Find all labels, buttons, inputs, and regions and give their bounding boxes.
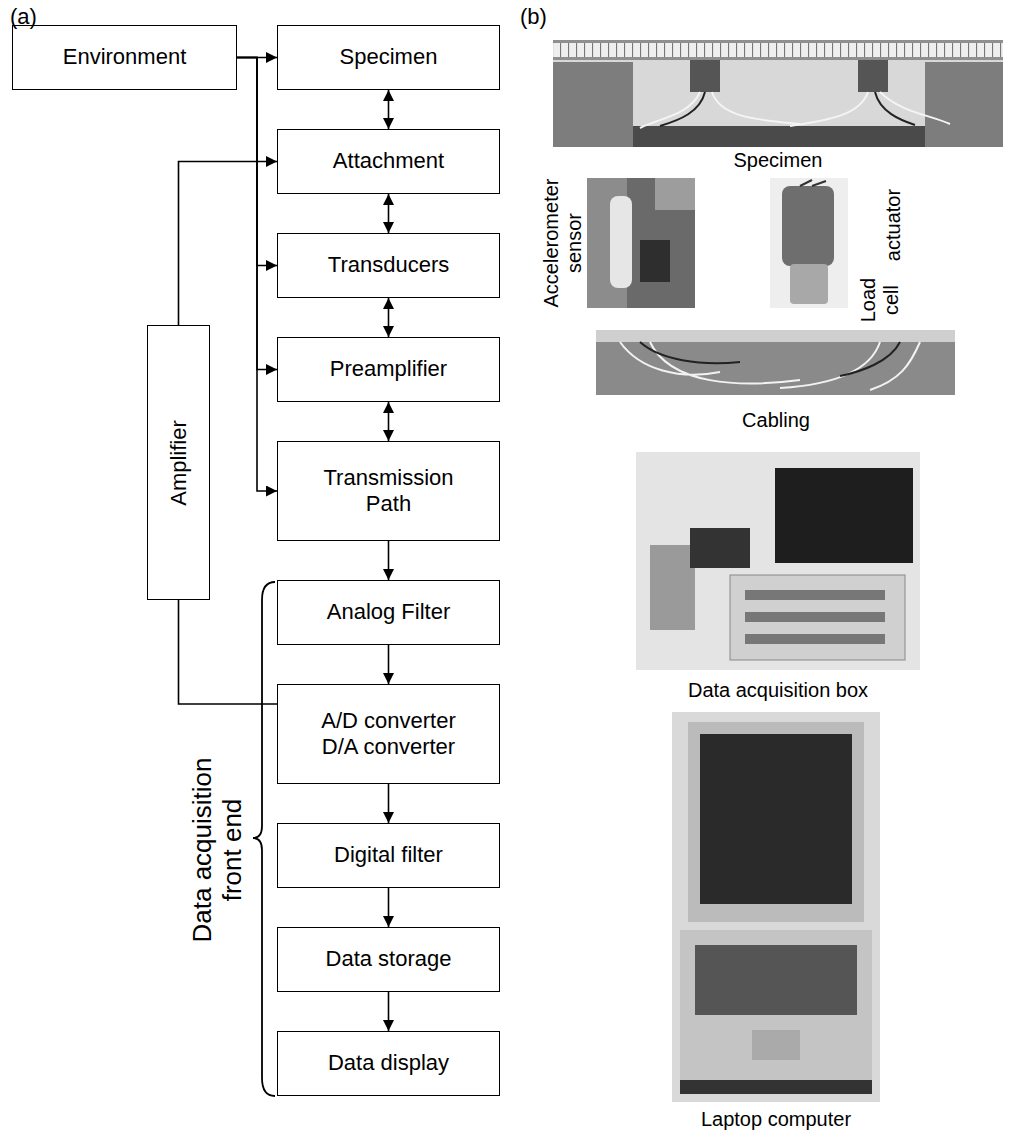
terminal-row <box>745 634 885 644</box>
photo-background <box>636 452 920 670</box>
box-label: Digital filter <box>334 842 443 868</box>
laptop-base <box>680 930 872 1080</box>
photo-background <box>596 330 955 395</box>
panel-skin <box>553 57 1003 60</box>
panel-edge <box>596 330 955 342</box>
connector-arrow <box>388 194 390 233</box>
process-box: Attachment <box>277 129 500 194</box>
connector-arrow <box>388 784 390 823</box>
daq-box <box>775 468 913 563</box>
connector-arrow <box>388 645 390 684</box>
terminal-row <box>745 590 885 600</box>
amplifier-box: Amplifier <box>147 325 210 600</box>
photo-caption: Specimen <box>734 149 823 172</box>
connector-arrow <box>179 600 278 704</box>
box-label: Amplifier <box>165 420 191 506</box>
curly-brace <box>253 582 275 1096</box>
photo-background <box>770 178 848 308</box>
photo-shade <box>655 178 695 210</box>
laptop-screen <box>700 734 852 904</box>
laptop-photo <box>672 712 880 1102</box>
wires <box>640 342 900 376</box>
connector-arrow <box>237 58 277 492</box>
wires <box>800 180 826 186</box>
box-label: Analog Filter <box>327 599 451 625</box>
box-label: Specimen <box>340 44 438 70</box>
photo-caption: Laptop computer <box>701 1108 851 1131</box>
sensor-cluster <box>690 60 720 92</box>
connector-arrow <box>388 90 390 129</box>
photo-background <box>587 178 695 308</box>
box-label: Environment <box>63 44 187 70</box>
process-box: Data display <box>277 1031 500 1096</box>
support-block <box>925 62 1003 147</box>
box-label: Preamplifier <box>330 356 447 382</box>
process-box: Data storage <box>277 927 500 992</box>
photo-caption: Cabling <box>742 409 810 432</box>
sensor-cluster <box>858 60 888 92</box>
connector-arrow <box>388 298 390 337</box>
process-box: Specimen <box>277 25 500 90</box>
process-box: Digital filter <box>277 823 500 888</box>
cabling-photo <box>596 330 955 395</box>
daq-photo <box>636 452 920 670</box>
process-box: Environment <box>12 25 237 90</box>
photo-caption: Accelerometer sensor <box>540 174 586 312</box>
box-label: A/D converter D/A converter <box>306 708 471 761</box>
process-box: Transducers <box>277 233 500 298</box>
photo-caption: Data acquisition box <box>688 679 868 702</box>
wires <box>640 92 950 128</box>
box-label: Transducers <box>328 252 449 278</box>
photo-shade <box>640 240 670 282</box>
photo-background <box>553 40 1003 147</box>
panel-letter: (a) <box>10 4 37 29</box>
support-block <box>553 62 633 147</box>
accelerometer-body <box>610 196 632 288</box>
honeycomb-panel <box>553 40 1003 60</box>
box-label: Data display <box>328 1050 449 1076</box>
photo-caption: Load cell <box>857 274 903 326</box>
panel-skin <box>553 40 1003 43</box>
connector-arrow <box>388 888 390 927</box>
touchpad <box>752 1030 800 1060</box>
bracket-label: Data acquisition front end <box>188 743 248 958</box>
laptop-stand <box>680 1080 872 1094</box>
process-box: Transmission Path <box>277 441 500 541</box>
photo-background <box>672 712 880 1102</box>
connector-arrow <box>388 402 390 441</box>
box-label: Data storage <box>326 946 452 972</box>
terminal-board <box>730 575 905 660</box>
process-box: A/D converter D/A converter <box>277 684 500 784</box>
terminal-row <box>745 612 885 622</box>
connector-arrow <box>388 992 390 1031</box>
daq-card <box>690 528 750 568</box>
box-label: Attachment <box>333 148 444 174</box>
box-label: Transmission Path <box>306 465 471 518</box>
load-cell-body <box>790 264 828 304</box>
connector-arrow <box>179 162 278 326</box>
photo-caption: actuator <box>882 189 905 261</box>
laptop-lid <box>688 722 864 922</box>
keyboard <box>695 945 857 1015</box>
wires <box>660 92 915 126</box>
process-box: Preamplifier <box>277 337 500 402</box>
actuator-photo <box>770 178 848 308</box>
floor <box>633 126 925 147</box>
accelerometer-photo <box>587 178 695 308</box>
connector-arrow <box>388 541 390 580</box>
wires <box>620 342 920 390</box>
panel-letter: (b) <box>520 4 547 29</box>
actuator-body <box>782 186 834 266</box>
specimen-photo <box>553 40 1003 147</box>
process-box: Analog Filter <box>277 580 500 645</box>
ribbon-cable <box>650 545 695 630</box>
